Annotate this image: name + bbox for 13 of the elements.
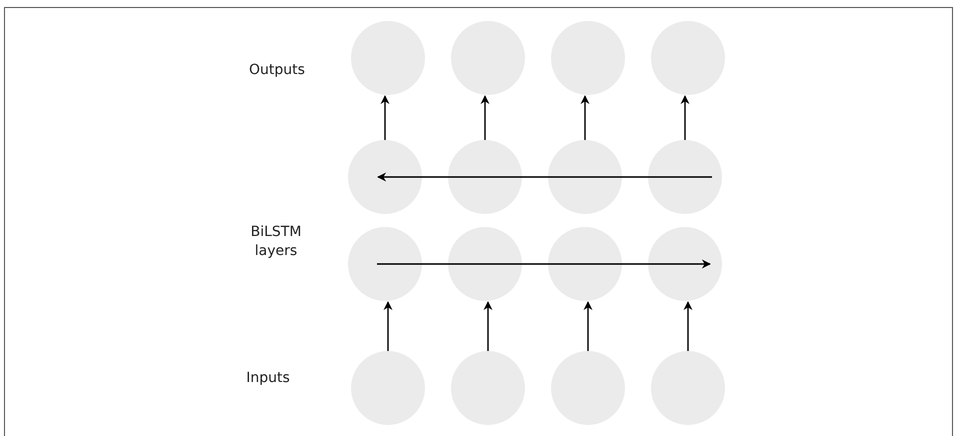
arrow: [680, 95, 690, 140]
row-label: Outputs: [248, 61, 306, 80]
arrow: [585, 260, 711, 268]
row-label: Inputs: [245, 369, 291, 388]
arrow: [384, 301, 392, 351]
arrow: [380, 95, 390, 140]
arrow: [377, 172, 485, 182]
arrow: [480, 95, 490, 140]
arrow: [580, 95, 590, 140]
arrow: [584, 301, 592, 351]
row-label: BiLSTM layers: [250, 223, 302, 261]
arrow: [484, 301, 492, 351]
arrow: [684, 301, 692, 351]
